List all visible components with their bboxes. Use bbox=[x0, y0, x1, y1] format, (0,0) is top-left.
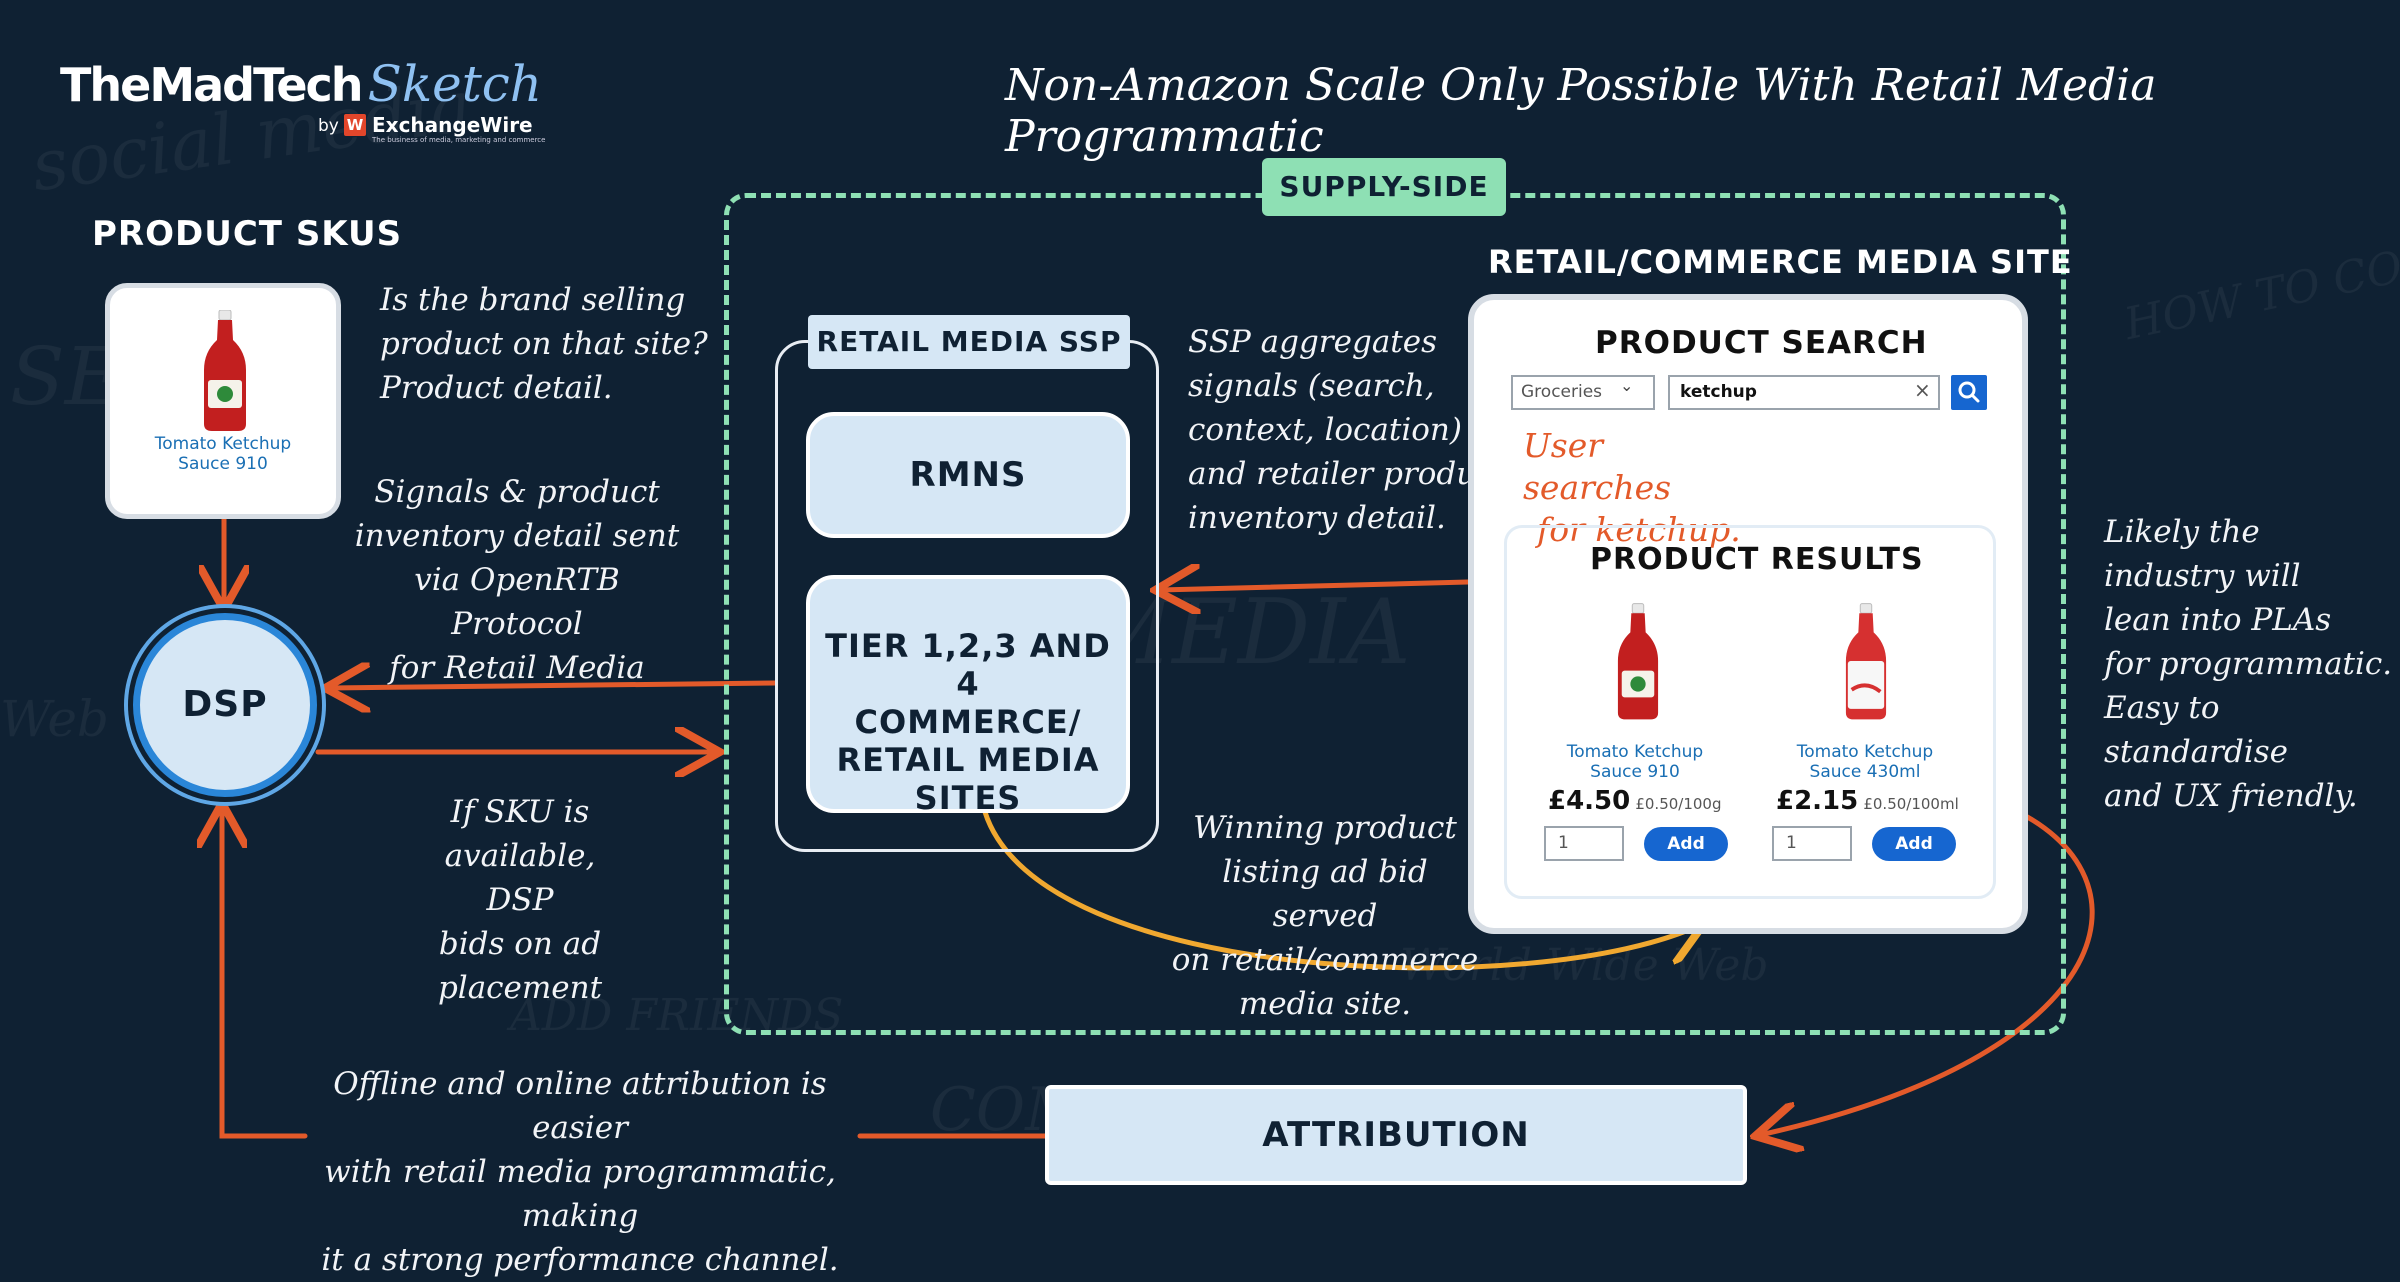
result-product-size: Sauce 430ml bbox=[1809, 762, 1921, 782]
sku-product-card: Tomato Ketchup Sauce 910 bbox=[105, 283, 341, 519]
note-attribution: Offline and online attribution is easier… bbox=[321, 1066, 839, 1278]
result-product-name: Tomato Ketchup bbox=[1796, 742, 1934, 762]
sku-product-size: Sauce 910 bbox=[178, 454, 268, 474]
supply-side-label: SUPPLY-SIDE bbox=[1262, 158, 1506, 216]
ketchup-bottle-white-icon bbox=[1845, 603, 1887, 720]
note-ssp-aggregates: SSP aggregates signals (search, context,… bbox=[1188, 324, 1507, 536]
page-title: Non-Amazon Scale Only Possible With Reta… bbox=[1005, 60, 2157, 162]
retail-media-ssp-label: RETAIL MEDIA SSP bbox=[808, 315, 1130, 369]
arrow-site-to-tier bbox=[1160, 582, 1471, 590]
product-results-heading: PRODUCT RESULTS bbox=[1590, 542, 1924, 577]
result-product-caption: Tomato Ketchup Sauce 910 bbox=[1540, 742, 1730, 782]
add-to-basket-button[interactable]: Add bbox=[1872, 827, 1956, 861]
chevron-down-icon[interactable]: ⌄ bbox=[1620, 376, 1634, 395]
user-search-note: User searches for ketchup. bbox=[1523, 426, 1741, 549]
product-search-heading: PRODUCT SEARCH bbox=[1595, 325, 1928, 361]
arrow-site-to-attribution bbox=[1760, 797, 2095, 1135]
note-plas: Likely the industry will lean into PLAs … bbox=[2104, 514, 2393, 814]
background-doodle: Web bbox=[0, 690, 109, 748]
search-button[interactable] bbox=[1951, 375, 1987, 410]
arrow-ssp-to-dsp bbox=[330, 683, 778, 688]
ketchup-bottle-icon bbox=[1617, 603, 1659, 720]
result-product-size: Sauce 910 bbox=[1590, 762, 1680, 782]
quantity-input[interactable]: 1 bbox=[1544, 826, 1624, 861]
rmns-box: RMNS bbox=[806, 412, 1130, 538]
result-price: £4.50 bbox=[1548, 786, 1631, 816]
ketchup-bottle-icon bbox=[204, 310, 246, 431]
retail-site-heading: RETAIL/COMMERCE MEDIA SITE bbox=[1488, 243, 2073, 281]
note-winning-listing: Winning product listing ad bid served on… bbox=[1171, 810, 1479, 1022]
logo-script-text: Sketch bbox=[367, 55, 543, 113]
product-results-panel bbox=[1504, 525, 1996, 899]
logo-partner-tagline: The business of media, marketing and com… bbox=[372, 136, 546, 144]
logo-partner: ExchangeWire bbox=[372, 113, 533, 137]
commerce-sites-box: TIER 1,2,3 AND 4 COMMERCE/ RETAIL MEDIA … bbox=[806, 575, 1130, 817]
note-brand-question: Is the brand selling product on that sit… bbox=[380, 282, 708, 406]
note-sku-bids: If SKU is available, DSP bids on ad plac… bbox=[437, 794, 603, 1006]
logo-main-text: TheMadTech bbox=[60, 58, 364, 112]
dsp-node: DSP bbox=[133, 613, 317, 797]
logo-by: by bbox=[318, 116, 339, 136]
category-select[interactable]: Groceries bbox=[1511, 375, 1655, 410]
search-icon bbox=[1958, 381, 1980, 403]
clear-icon[interactable]: × bbox=[1914, 378, 1931, 402]
background-doodle: MEDIA bbox=[1080, 580, 1411, 685]
add-to-basket-button[interactable]: Add bbox=[1644, 827, 1728, 861]
result-unit-price: £0.50/100ml bbox=[1863, 795, 1959, 813]
arrow-attribution-to-dsp bbox=[222, 808, 308, 1139]
exchangewire-badge-icon: W bbox=[344, 114, 366, 136]
arrow-winning-bid bbox=[982, 809, 1700, 971]
search-input[interactable]: ketchup bbox=[1668, 375, 1940, 410]
result-price-row: £2.15 £0.50/100ml bbox=[1776, 786, 1959, 816]
result-unit-price: £0.50/100g bbox=[1635, 795, 1722, 813]
result-product-caption: Tomato Ketchup Sauce 430ml bbox=[1770, 742, 1960, 782]
result-price-row: £4.50 £0.50/100g bbox=[1548, 786, 1722, 816]
quantity-input[interactable]: 1 bbox=[1772, 826, 1852, 861]
product-skus-heading: PRODUCT SKUS bbox=[92, 214, 403, 254]
attribution-box: ATTRIBUTION bbox=[1045, 1085, 1747, 1185]
note-signals-sent: Signals & product inventory detail sent … bbox=[354, 474, 680, 686]
result-price: £2.15 bbox=[1776, 786, 1859, 816]
result-product-name: Tomato Ketchup bbox=[1566, 742, 1704, 762]
sku-product-name: Tomato Ketchup bbox=[154, 434, 292, 454]
